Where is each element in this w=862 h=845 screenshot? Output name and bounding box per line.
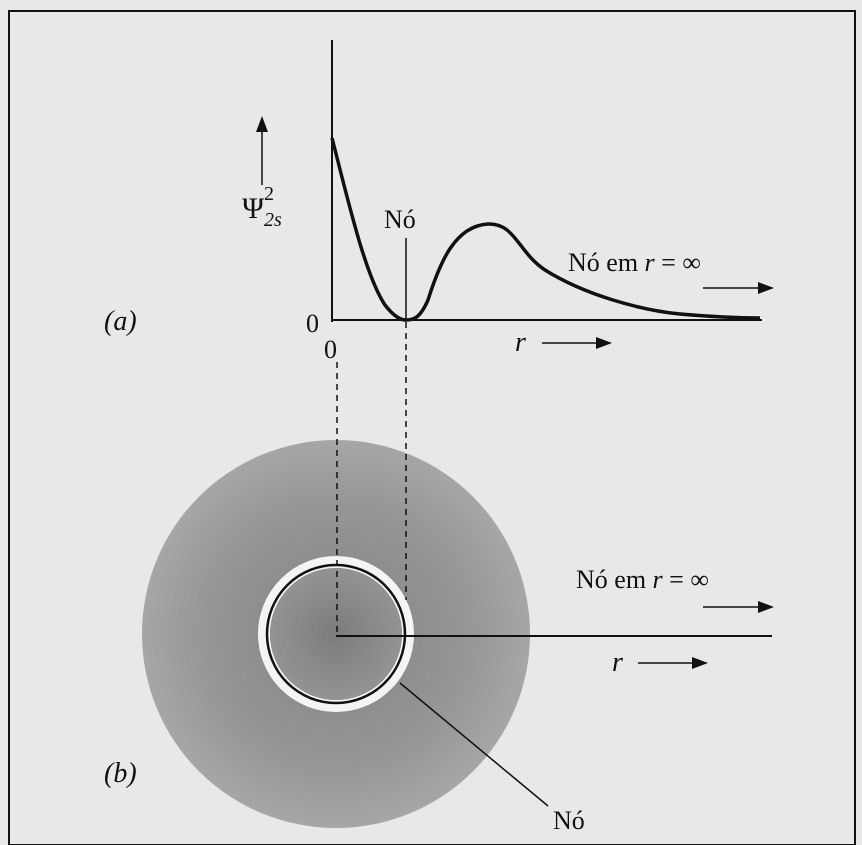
node-label-a: Nó: [384, 205, 416, 234]
node-label-b: Nó: [553, 806, 585, 835]
x-axis-label-a: r: [515, 327, 526, 358]
inner-electron-cloud: [270, 568, 402, 700]
origin-y-label: 0: [306, 309, 319, 338]
panel-a-label: (a): [104, 306, 137, 337]
y-axis-superscript: 2: [264, 183, 274, 205]
panel-b-label: (b): [104, 758, 137, 789]
infinity-node-label-b: Nó em r = ∞: [576, 565, 709, 594]
origin-x-label: 0: [324, 335, 337, 364]
y-axis-label: Ψ: [242, 192, 265, 225]
y-axis-subscript: 2s: [264, 209, 282, 231]
x-axis-label-b: r: [612, 647, 623, 678]
infinity-node-label-a: Nó em r = ∞: [568, 248, 701, 277]
